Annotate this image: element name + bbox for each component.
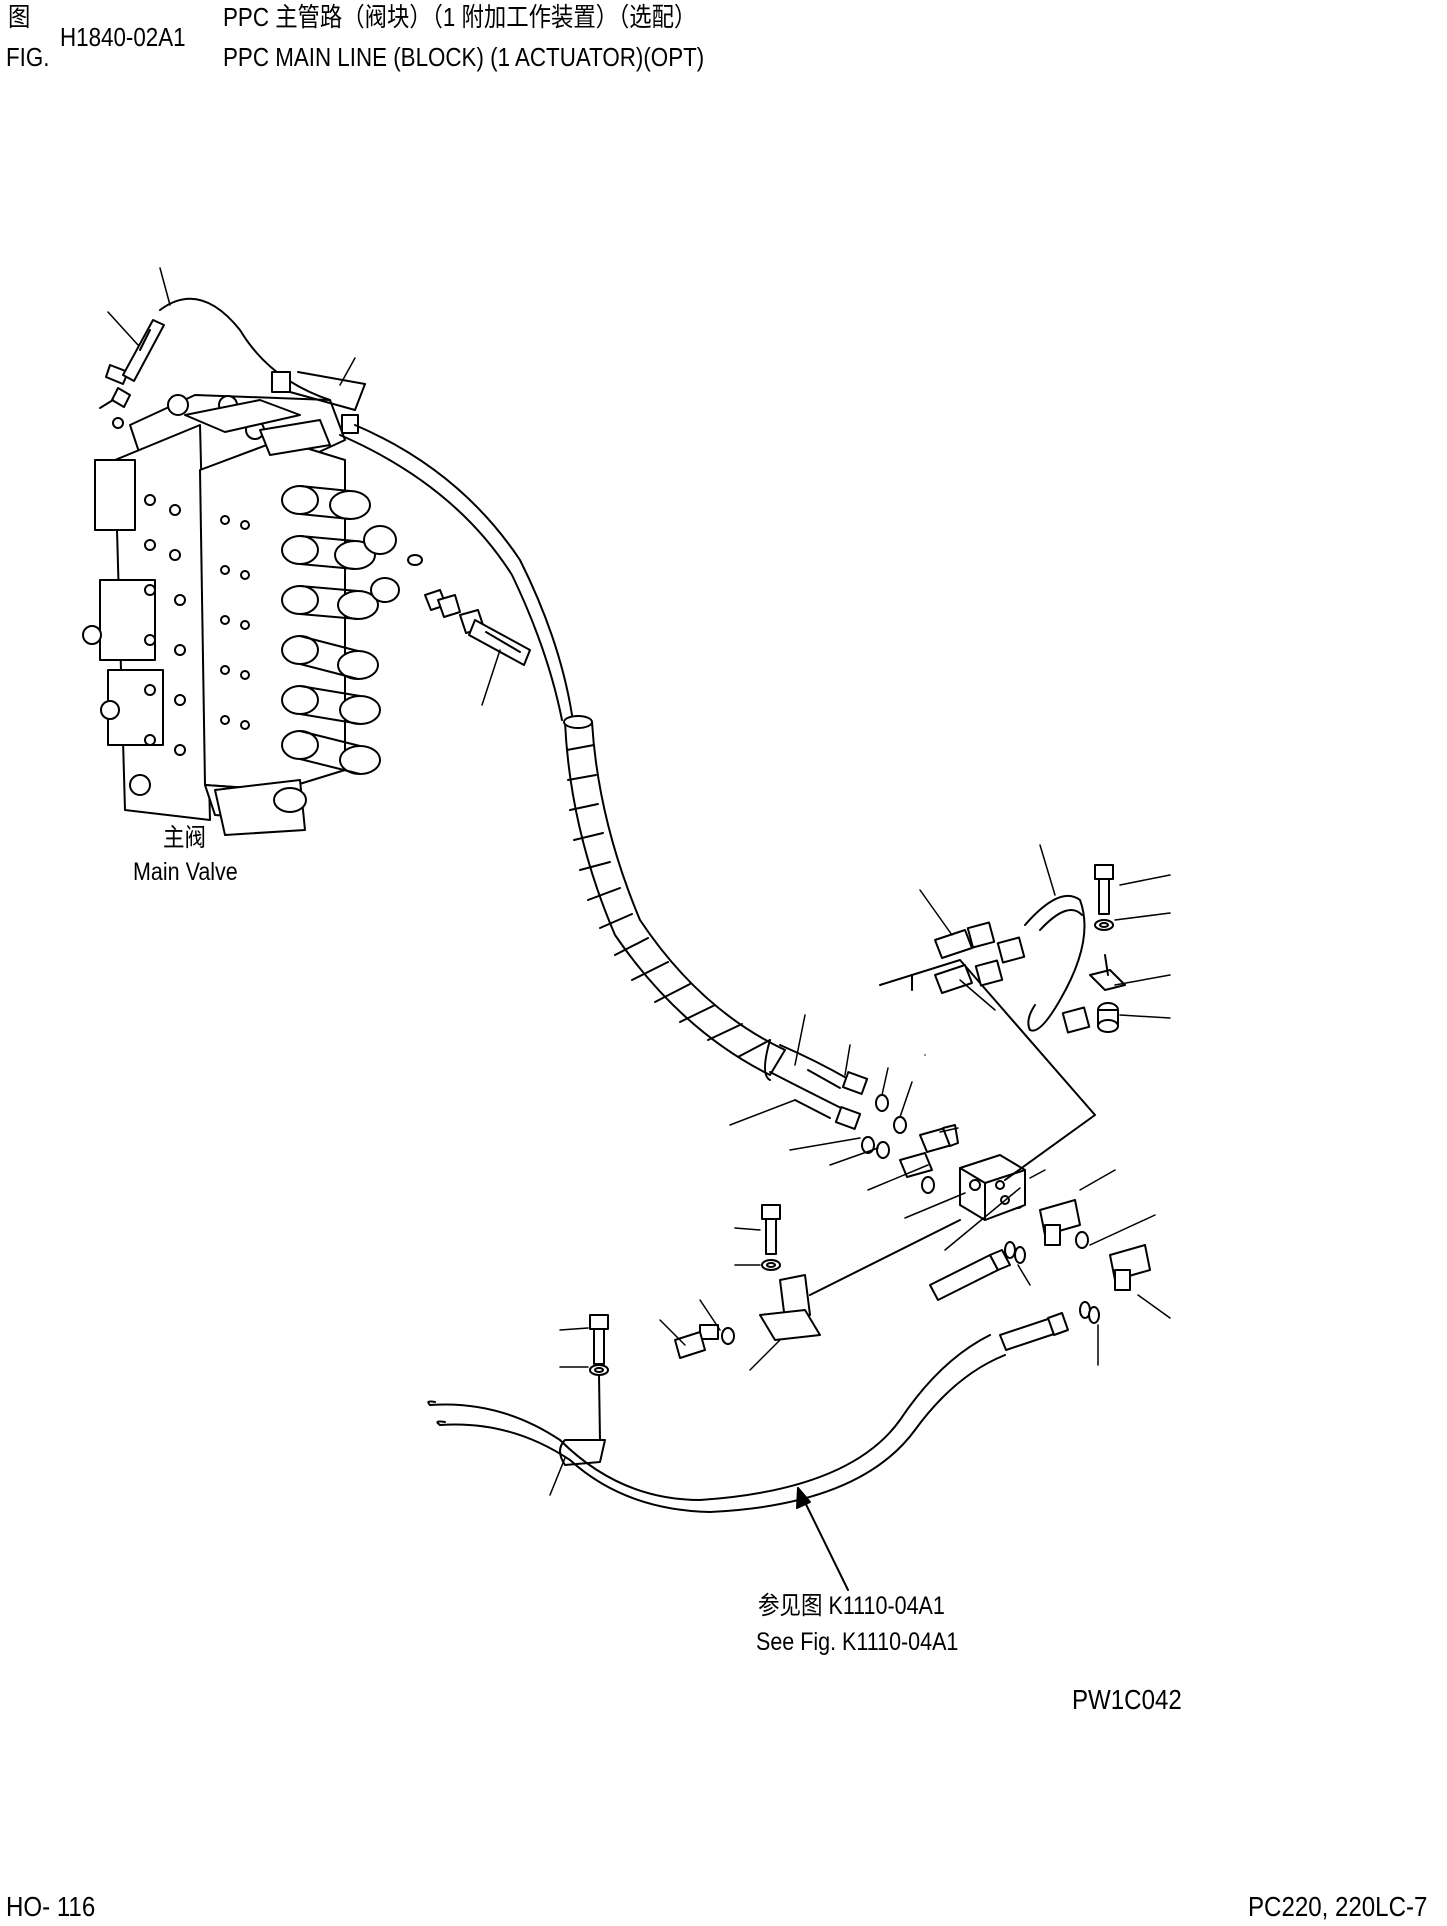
- lower-clamp-hardware: [560, 1315, 608, 1465]
- model-number: PC220, 220LC-7: [1248, 1891, 1428, 1922]
- fig-label-en: FIG.: [6, 42, 50, 72]
- fig-label-cn: 图: [8, 2, 31, 32]
- main-valve-illustration: [83, 395, 399, 835]
- spiral-guard: [564, 716, 785, 1075]
- upper-hose-assembly: [100, 299, 365, 433]
- leader-lines: [108, 268, 1170, 1495]
- detail-frame: [880, 960, 1095, 1180]
- main-valve-label-en: Main Valve: [133, 858, 238, 886]
- see-fig-label-en: See Fig. K1110-04A1: [756, 1628, 959, 1656]
- manifold-block: [960, 1155, 1025, 1220]
- pressure-switch-assembly: [935, 896, 1089, 1033]
- split-hoses: [765, 1040, 867, 1129]
- title-en: PPC MAIN LINE (BLOCK) (1 ACTUATOR)(OPT): [223, 42, 705, 72]
- hose-ends: [930, 1250, 1068, 1350]
- reference-arrow: [797, 1488, 848, 1590]
- valve-side-fittings: [408, 555, 530, 665]
- center-bracket: [675, 1205, 960, 1358]
- page-number: HO- 116: [6, 1891, 96, 1922]
- switch-hardware: [1090, 865, 1125, 1032]
- main-valve-label-cn: 主阀: [163, 824, 207, 852]
- lower-hoses: [428, 1335, 1005, 1512]
- see-fig-label-cn: 参见图 K1110-04A1: [758, 1592, 945, 1620]
- drawing-code: PW1C042: [1072, 1684, 1182, 1715]
- fig-number: H1840-02A1: [60, 22, 186, 52]
- pilot-hose-line: [355, 425, 572, 715]
- title-cn: PPC 主管路（阀块）（1 附加工作装置）（选配）: [223, 2, 697, 32]
- elbow-fittings: [1040, 1200, 1150, 1290]
